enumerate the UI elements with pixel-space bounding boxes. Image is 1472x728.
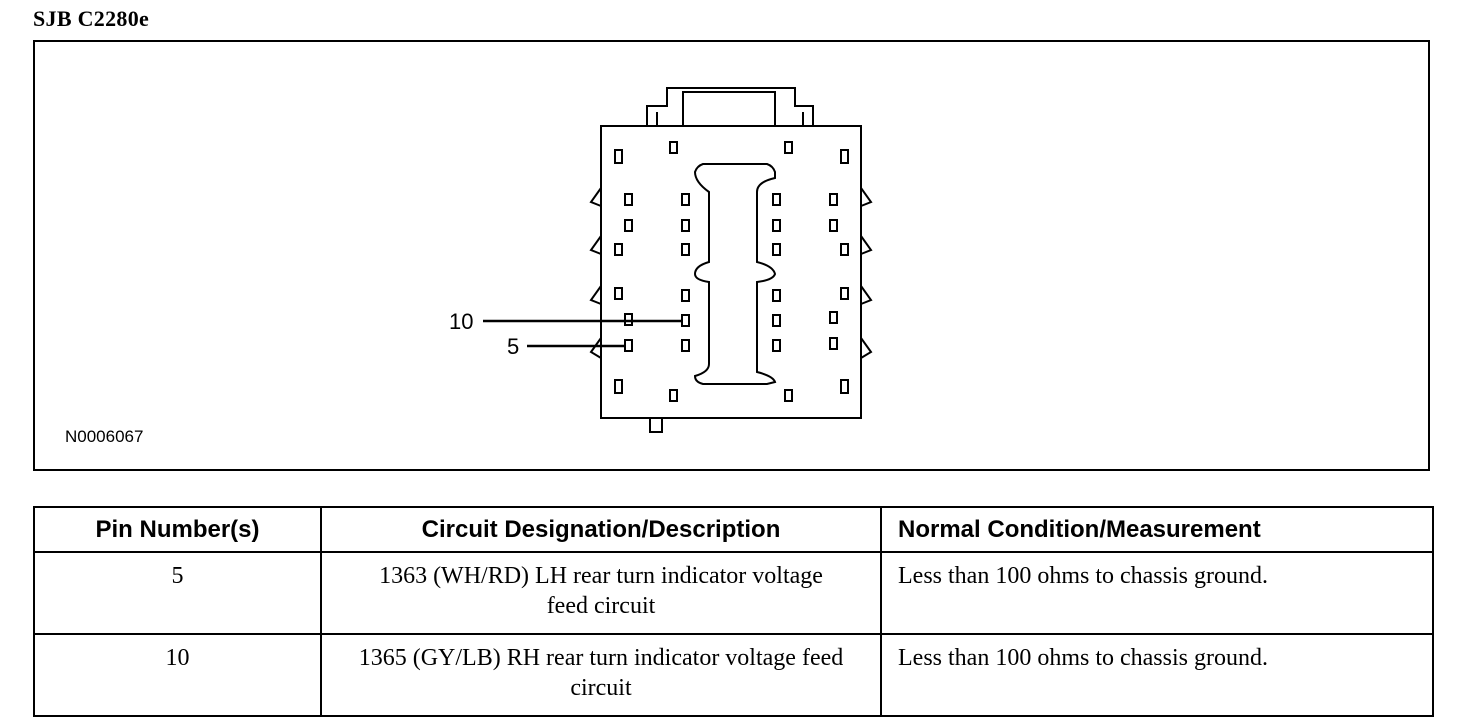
left-latch-3 bbox=[589, 285, 602, 305]
pin-cavity bbox=[681, 193, 690, 206]
connector-top-latch-inner bbox=[682, 91, 776, 127]
left-latch-1 bbox=[589, 187, 602, 207]
pin-cavity bbox=[784, 389, 793, 402]
cell-condition: Less than 100 ohms to chassis ground. bbox=[880, 633, 1434, 717]
pin-cavity bbox=[840, 287, 849, 300]
right-latch-3 bbox=[860, 285, 873, 305]
pin-cavity bbox=[772, 314, 781, 327]
pin-cavity bbox=[614, 149, 623, 164]
pin-cavity bbox=[681, 219, 690, 232]
pin-cavity bbox=[614, 379, 623, 394]
pin-cavity bbox=[772, 243, 781, 256]
column-header-pin: Pin Number(s) bbox=[33, 506, 322, 553]
pin-cavity bbox=[624, 193, 633, 206]
right-latch-4 bbox=[860, 337, 873, 359]
pin-cavity bbox=[772, 219, 781, 232]
pin-cavity bbox=[624, 313, 633, 326]
pin-cavity-pin-5 bbox=[624, 339, 633, 352]
pin-cavity bbox=[614, 243, 623, 256]
table-row: 5 1363 (WH/RD) LH rear turn indicator vo… bbox=[33, 551, 1434, 635]
figure-id: N0006067 bbox=[65, 427, 143, 446]
left-latch-4 bbox=[589, 337, 602, 359]
pin-cavity bbox=[772, 193, 781, 206]
diagram-title: SJB C2280e bbox=[33, 6, 150, 31]
pin-cavity bbox=[681, 339, 690, 352]
pin-cavity bbox=[829, 219, 838, 232]
pin-cavity bbox=[829, 337, 838, 350]
pin-cavity bbox=[669, 389, 678, 402]
pin-cavity bbox=[840, 379, 849, 394]
connector-top-latch bbox=[646, 87, 814, 126]
table-row: 10 1365 (GY/LB) RH rear turn indicator v… bbox=[33, 633, 1434, 717]
column-header-circuit: Circuit Designation/Description bbox=[320, 506, 882, 553]
cell-pin: 10 bbox=[33, 633, 322, 717]
right-latch-1 bbox=[860, 187, 873, 207]
column-header-condition: Normal Condition/Measurement bbox=[880, 506, 1434, 553]
pin-table: Pin Number(s) Circuit Designation/Descri… bbox=[33, 506, 1434, 717]
left-latch-2 bbox=[589, 235, 602, 255]
pin-cavity bbox=[829, 311, 838, 324]
connector-drawing: 10 5 N0006067 bbox=[65, 87, 873, 446]
connector-body bbox=[600, 125, 862, 419]
pin-cavity bbox=[669, 141, 678, 154]
cell-pin: 5 bbox=[33, 551, 322, 635]
cell-circuit: 1365 (GY/LB) RH rear turn indicator volt… bbox=[320, 633, 882, 717]
connector-bottom-key bbox=[649, 417, 663, 433]
pin-cavity bbox=[614, 287, 623, 300]
pin-cavity bbox=[840, 149, 849, 164]
pin-cavity bbox=[829, 193, 838, 206]
pin-cavity bbox=[772, 339, 781, 352]
table-header-row: Pin Number(s) Circuit Designation/Descri… bbox=[33, 506, 1434, 553]
callout-label-pin-10: 10 bbox=[449, 309, 473, 334]
pin-cavities bbox=[614, 141, 849, 402]
connector-center-cavity bbox=[693, 163, 777, 385]
pin-cavity bbox=[624, 219, 633, 232]
pin-cavity bbox=[681, 243, 690, 256]
pin-cavity bbox=[681, 289, 690, 302]
cell-condition: Less than 100 ohms to chassis ground. bbox=[880, 551, 1434, 635]
connector-figure: 10 5 N0006067 bbox=[33, 40, 1430, 471]
pin-cavity-pin-10 bbox=[681, 314, 690, 327]
cell-circuit: 1363 (WH/RD) LH rear turn indicator volt… bbox=[320, 551, 882, 635]
pin-cavity bbox=[840, 243, 849, 256]
pin-cavity bbox=[784, 141, 793, 154]
pin-cavity bbox=[772, 289, 781, 302]
callout-label-pin-5: 5 bbox=[507, 334, 519, 359]
right-latch-2 bbox=[860, 235, 873, 255]
